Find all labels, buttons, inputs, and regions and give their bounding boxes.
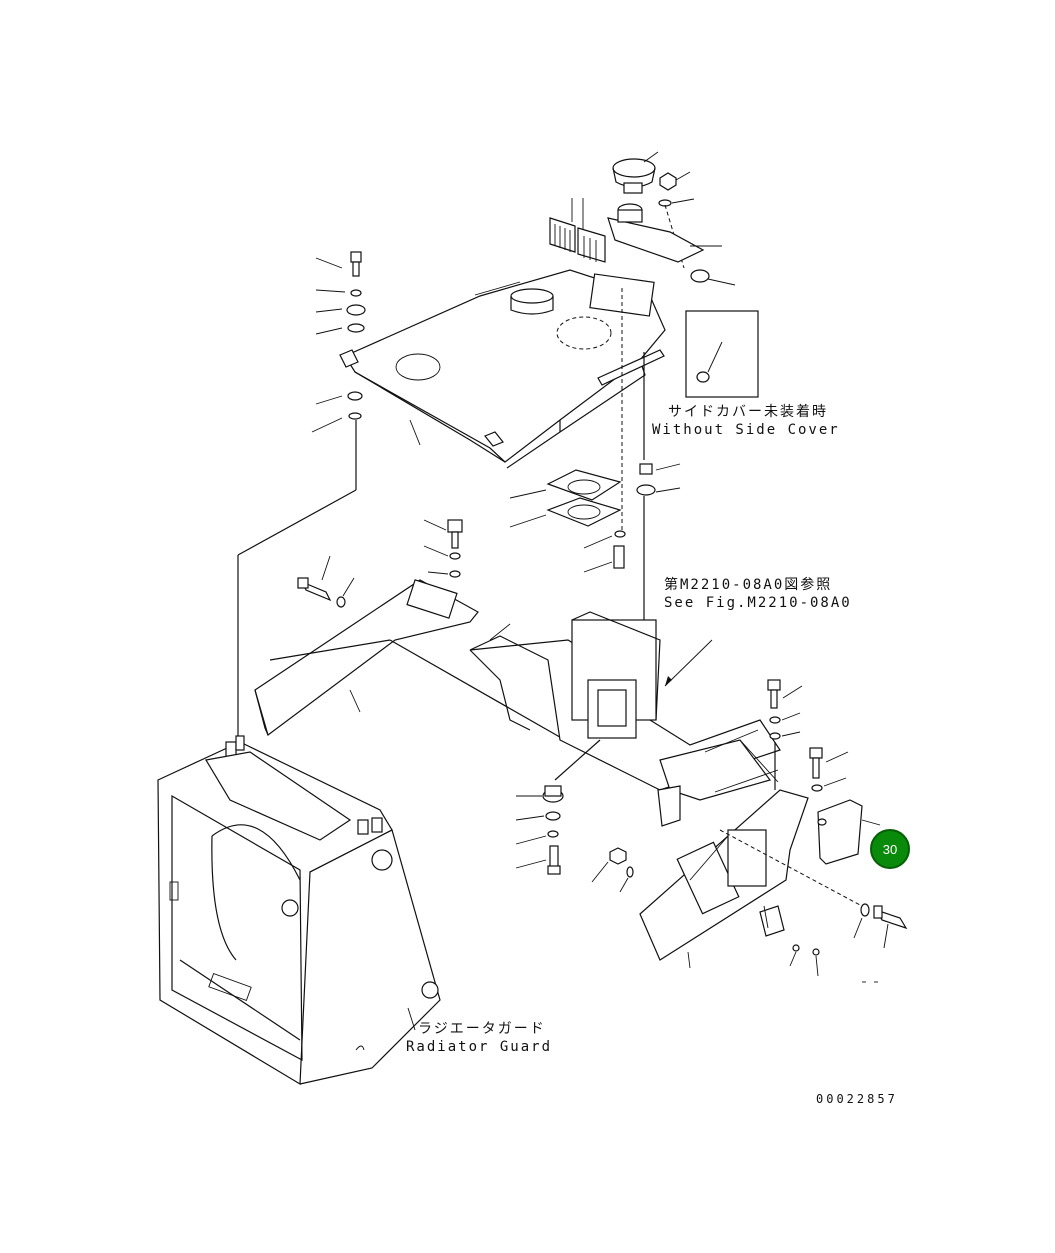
center-frame bbox=[469, 611, 781, 827]
side-cover-label-en: Without Side Cover bbox=[652, 422, 840, 438]
right-bolt-stack bbox=[767, 679, 849, 792]
callout-badge-30[interactable]: 30 bbox=[870, 829, 910, 869]
radiator-guard-label-jp: ラジエータガード bbox=[418, 1021, 546, 1037]
drawing-number: 00022857 bbox=[816, 1092, 898, 1106]
lower-bolt-stack bbox=[515, 739, 601, 875]
see-fig-label-en: See Fig.M2210-08A0 bbox=[664, 595, 852, 611]
cap-bolt-assembly bbox=[658, 171, 736, 286]
step-filter-elements bbox=[549, 198, 606, 263]
cover-bracket bbox=[817, 799, 881, 865]
see-fig-label-jp: 第M2210-08A0図参照 bbox=[664, 577, 833, 593]
radiator-guard-label-en: Radiator Guard bbox=[406, 1039, 553, 1055]
left-bolt-stack bbox=[237, 251, 366, 738]
left-duct-plate bbox=[254, 519, 601, 761]
radiator-guard bbox=[157, 735, 441, 1086]
guard-mount-bolts bbox=[853, 903, 908, 983]
gasket-plates bbox=[509, 469, 626, 573]
nut-washer bbox=[591, 847, 634, 893]
side-cover-inset bbox=[685, 310, 759, 398]
top-cover-plate bbox=[339, 269, 666, 469]
reservoir-cap bbox=[612, 151, 659, 194]
side-guard-plate bbox=[639, 789, 861, 977]
side-cover-label-jp: サイドカバー未装着時 bbox=[668, 404, 828, 420]
filter-plate bbox=[607, 203, 722, 263]
